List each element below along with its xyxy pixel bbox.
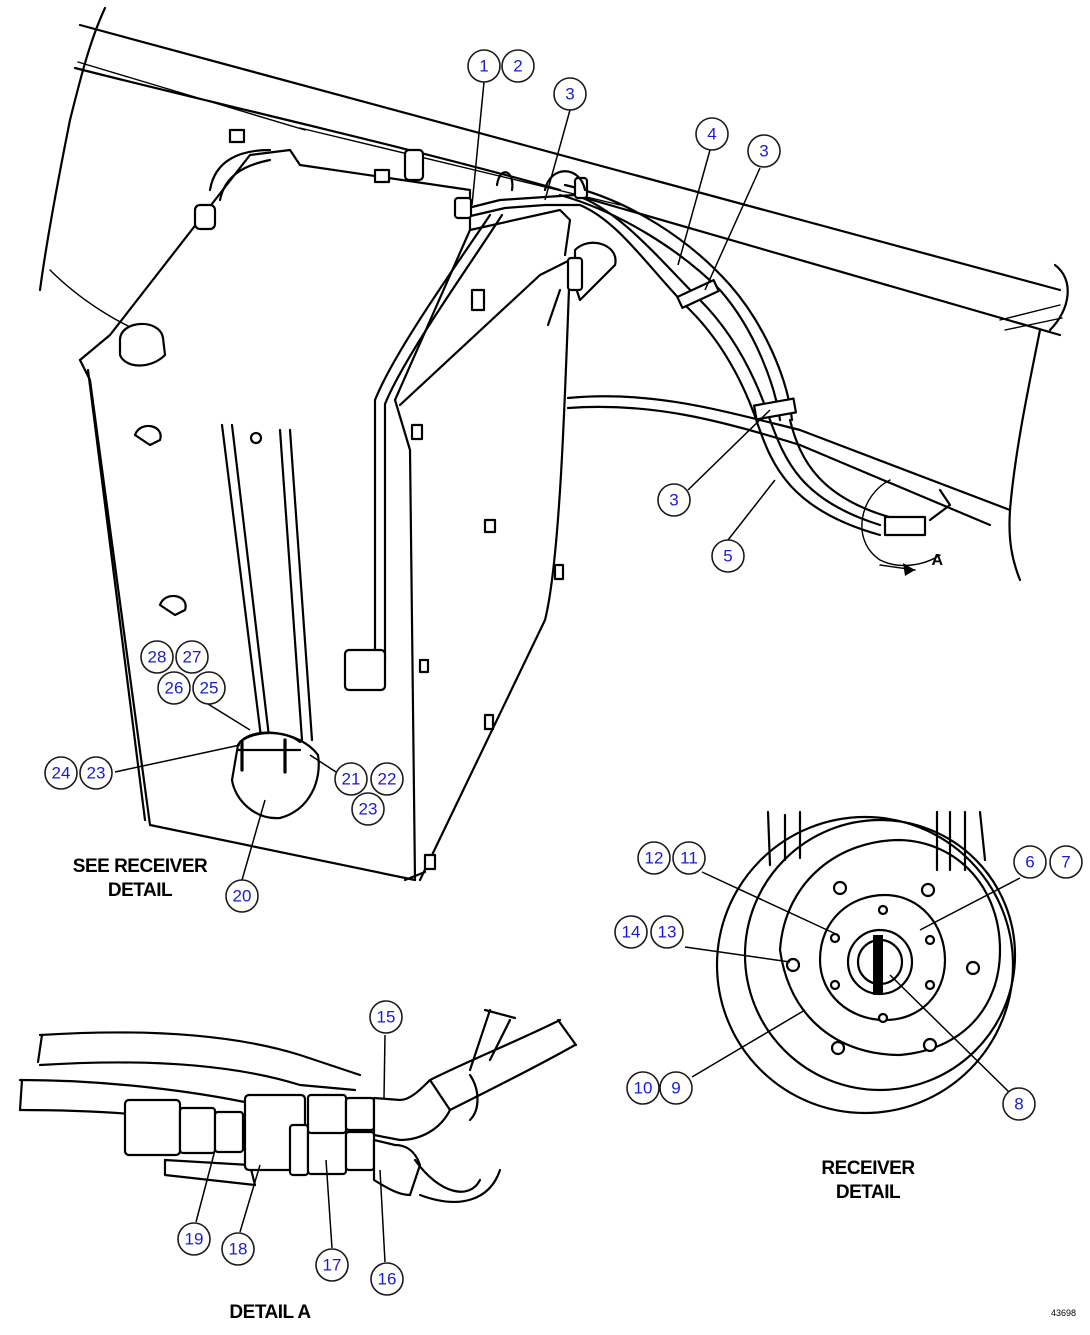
svg-text:13: 13 xyxy=(658,923,677,942)
view-a-label: A xyxy=(931,552,943,569)
svg-text:3: 3 xyxy=(565,85,574,104)
callout-13: 13 xyxy=(650,915,684,949)
svg-text:8: 8 xyxy=(1014,1095,1023,1114)
callout-16: 16 xyxy=(370,1262,404,1296)
svg-text:2: 2 xyxy=(513,57,522,76)
svg-text:22: 22 xyxy=(378,770,397,789)
callout-5: 5 xyxy=(711,539,745,573)
callout-17: 17 xyxy=(315,1248,349,1282)
callout-18: 18 xyxy=(221,1232,255,1266)
svg-text:11: 11 xyxy=(680,849,698,868)
svg-text:27: 27 xyxy=(183,648,202,667)
svg-text:12: 12 xyxy=(645,849,664,868)
svg-text:14: 14 xyxy=(622,923,641,942)
callout-11: 11 xyxy=(672,841,706,875)
callout-1: 1 xyxy=(467,49,501,83)
svg-text:5: 5 xyxy=(723,547,732,566)
callout-27: 27 xyxy=(175,640,209,674)
svg-text:1: 1 xyxy=(479,57,488,76)
callout-3: 3 xyxy=(553,77,587,111)
callout-23: 23 xyxy=(351,792,385,826)
svg-text:23: 23 xyxy=(87,764,106,783)
callout-7: 7 xyxy=(1049,845,1083,879)
svg-text:7: 7 xyxy=(1061,853,1070,872)
callout-3: 3 xyxy=(657,483,691,517)
svg-text:3: 3 xyxy=(669,491,678,510)
svg-text:4: 4 xyxy=(707,125,716,144)
svg-text:15: 15 xyxy=(377,1008,396,1027)
callout-26: 26 xyxy=(157,671,191,705)
see-receiver-detail-line1: SEE RECEIVER xyxy=(73,856,208,877)
hose-routing: A xyxy=(453,170,952,576)
receiver-detail xyxy=(715,810,1017,1115)
callout-15: 15 xyxy=(369,1000,403,1034)
svg-text:16: 16 xyxy=(378,1270,397,1289)
leader-lines xyxy=(114,81,1021,1263)
callout-25: 25 xyxy=(192,671,226,705)
callout-24: 24 xyxy=(44,756,78,790)
callout-9: 9 xyxy=(659,1071,693,1105)
svg-text:17: 17 xyxy=(323,1256,342,1275)
callout-23: 23 xyxy=(79,756,113,790)
receiver-detail-line2: DETAIL xyxy=(836,1182,901,1203)
detail-a-caption: DETAIL A xyxy=(229,1302,311,1323)
callout-12: 12 xyxy=(637,841,671,875)
svg-text:19: 19 xyxy=(185,1230,204,1249)
callout-28: 28 xyxy=(140,640,174,674)
callout-4: 4 xyxy=(695,117,729,151)
svg-text:25: 25 xyxy=(200,679,219,698)
callout-10: 10 xyxy=(626,1071,660,1105)
svg-text:23: 23 xyxy=(359,800,378,819)
figure-number: 43698 xyxy=(1051,1308,1076,1318)
svg-text:28: 28 xyxy=(148,648,167,667)
svg-text:9: 9 xyxy=(671,1079,680,1098)
callout-20: 20 xyxy=(225,879,259,913)
callout-8: 8 xyxy=(1002,1087,1036,1121)
callout-19: 19 xyxy=(177,1222,211,1256)
svg-text:24: 24 xyxy=(52,764,71,783)
callout-2: 2 xyxy=(501,49,535,83)
fuel-tank xyxy=(78,128,617,882)
svg-text:3: 3 xyxy=(759,142,768,161)
callout-6: 6 xyxy=(1013,845,1047,879)
receiver-detail-line1: RECEIVER xyxy=(821,1158,915,1179)
svg-text:21: 21 xyxy=(342,770,361,789)
callout-22: 22 xyxy=(370,762,404,796)
svg-text:10: 10 xyxy=(634,1079,653,1098)
detail-a xyxy=(18,1008,578,1203)
svg-text:26: 26 xyxy=(165,679,184,698)
callout-21: 21 xyxy=(334,762,368,796)
svg-text:6: 6 xyxy=(1025,853,1034,872)
svg-text:18: 18 xyxy=(229,1240,248,1259)
frame-outline xyxy=(38,6,1069,582)
callout-3: 3 xyxy=(747,134,781,168)
svg-text:20: 20 xyxy=(233,887,252,906)
see-receiver-detail-line2: DETAIL xyxy=(108,880,173,901)
callout-14: 14 xyxy=(614,915,648,949)
